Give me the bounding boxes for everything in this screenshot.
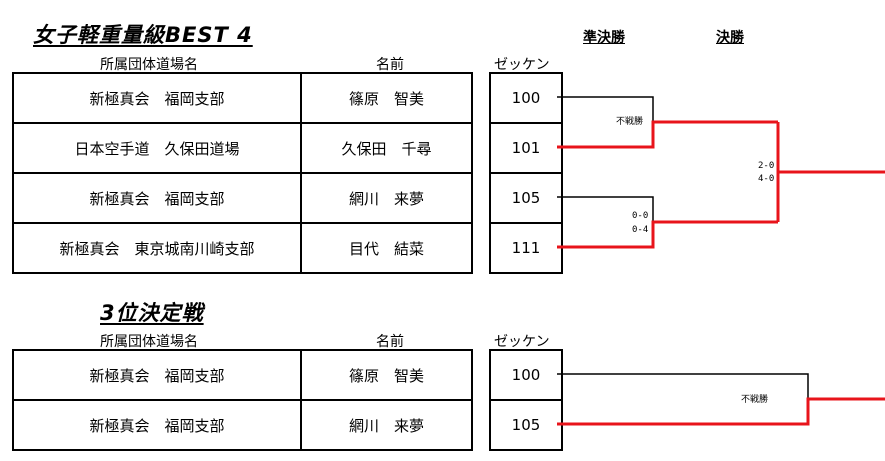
entry-bib: 100 (489, 72, 563, 124)
table-row: 新極真会 福岡支部 篠原 智美 100 (12, 349, 563, 401)
entry-bib: 111 (489, 222, 563, 274)
entry-name: 網川 来夢 (300, 172, 473, 224)
best4-title: 女子軽重量級BEST 4 (33, 23, 253, 47)
third-place-title: 3位決定戦 (100, 301, 204, 325)
entry-dojo: 新極真会 福岡支部 (12, 349, 302, 401)
best4-header-dojo: 所属団体道場名 (100, 57, 198, 73)
entry-name: 目代 結菜 (300, 222, 473, 274)
semi2-score-top: 0-0 (632, 211, 649, 221)
round-final-label: 決勝 (716, 30, 744, 46)
third-header-name: 名前 (376, 334, 404, 350)
table-row: 新極真会 福岡支部 網川 来夢 105 (12, 399, 563, 451)
entry-bib: 105 (489, 172, 563, 224)
bracket-line-final-winner (776, 170, 885, 222)
entry-name: 久保田 千尋 (300, 122, 473, 174)
entry-name: 網川 来夢 (300, 399, 473, 451)
final-score-bottom: 4-0 (758, 174, 775, 184)
entry-name: 篠原 智美 (300, 349, 473, 401)
entry-dojo: 新極真会 福岡支部 (12, 172, 302, 224)
entry-dojo: 日本空手道 久保田道場 (12, 122, 302, 174)
bracket-line-semi2-loser (557, 196, 654, 222)
entry-bib: 101 (489, 122, 563, 174)
entry-dojo: 新極真会 福岡支部 (12, 399, 302, 451)
third-entries-table: 新極真会 福岡支部 篠原 智美 100 新極真会 福岡支部 網川 来夢 105 (12, 349, 563, 451)
entry-dojo: 新極真会 東京城南川崎支部 (12, 222, 302, 274)
table-row: 新極真会 福岡支部 網川 来夢 105 (12, 172, 563, 224)
bracket-line-semi1-winner (557, 120, 778, 149)
round-semifinal-label: 準決勝 (583, 30, 625, 46)
final-score-top: 2-0 (758, 161, 775, 171)
best4-header-bib: ゼッケン (494, 57, 550, 73)
table-row: 日本空手道 久保田道場 久保田 千尋 101 (12, 122, 563, 174)
entry-dojo: 新極真会 福岡支部 (12, 72, 302, 124)
bracket-line-third-loser (557, 373, 809, 399)
third-result: 不戦勝 (741, 395, 769, 405)
bracket-line-third-winner (557, 397, 885, 426)
entry-bib: 100 (489, 349, 563, 401)
table-row: 新極真会 福岡支部 篠原 智美 100 (12, 72, 563, 124)
bracket-line-semi1-loser (557, 96, 654, 122)
bracket-line-semi2-winner (557, 220, 778, 249)
best4-header-name: 名前 (376, 57, 404, 73)
third-header-bib: ゼッケン (494, 334, 550, 350)
best4-entries-table: 新極真会 福岡支部 篠原 智美 100 日本空手道 久保田道場 久保田 千尋 1… (12, 72, 563, 274)
semi1-result: 不戦勝 (616, 117, 644, 127)
semi2-score-bottom: 0-4 (632, 225, 649, 235)
entry-name: 篠原 智美 (300, 72, 473, 124)
third-header-dojo: 所属団体道場名 (100, 334, 198, 350)
table-row: 新極真会 東京城南川崎支部 目代 結菜 111 (12, 222, 563, 274)
